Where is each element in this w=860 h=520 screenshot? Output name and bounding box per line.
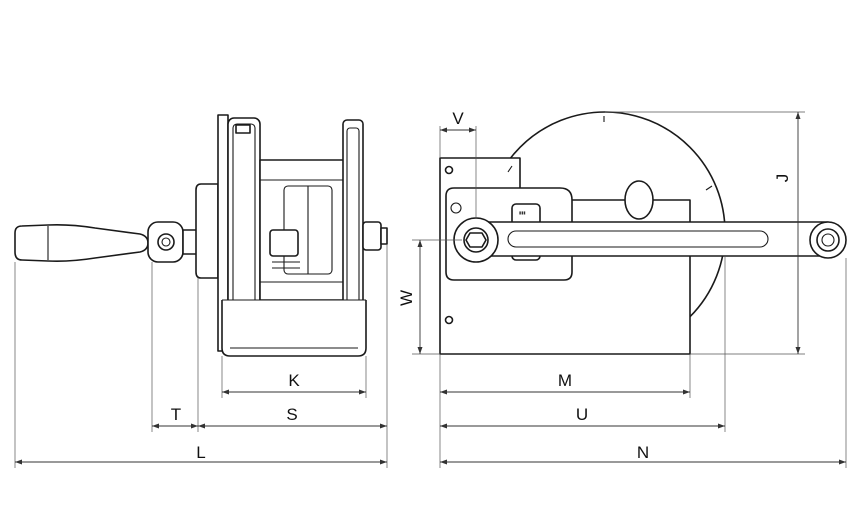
dim-label-t: T — [171, 405, 181, 424]
cover-oval-hole — [624, 180, 654, 220]
svg-text:▮▮▮: ▮▮▮ — [519, 210, 526, 215]
ratchet-pawl — [269, 229, 299, 257]
crank-arm — [461, 221, 845, 257]
handle-grip — [14, 224, 149, 262]
gear-hub — [195, 183, 219, 279]
dim-label-j: J — [773, 174, 792, 183]
left-flange-clip-top — [235, 124, 251, 134]
dim-label-w: W — [397, 290, 416, 306]
shaft-nut — [362, 221, 382, 251]
crank-hub-nut — [465, 232, 487, 248]
dim-label-n: N — [637, 443, 649, 462]
side-view — [14, 114, 388, 357]
dim-label-l: L — [196, 443, 205, 462]
base-frame — [221, 300, 367, 357]
dim-label-s: S — [286, 405, 297, 424]
mounting-hole-bottom — [444, 315, 454, 325]
front-view: ▮▮▮ — [439, 111, 847, 355]
dim-label-v: V — [452, 109, 464, 128]
crank-arm-slot — [507, 230, 769, 248]
dim-label-m: M — [558, 371, 572, 390]
dim-label-u: U — [576, 405, 588, 424]
mounting-hole-top — [444, 165, 454, 175]
dim-label-k: K — [288, 371, 300, 390]
dimension-lines — [14, 111, 847, 468]
dimension-labels: V J W K T S L M U N — [171, 109, 792, 462]
